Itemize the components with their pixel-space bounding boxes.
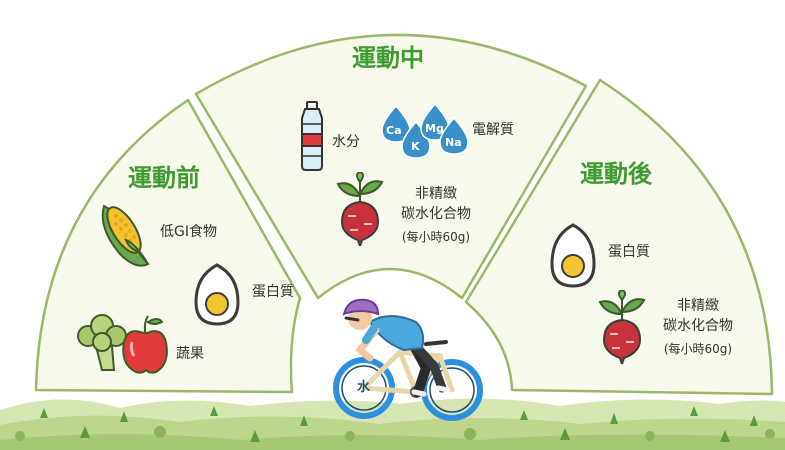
- grass-hills-background: [0, 398, 785, 450]
- drop-label-na: Na: [445, 136, 462, 149]
- after-carb-line1: 非精緻: [677, 298, 719, 314]
- bike-wheel-label: 水: [357, 380, 371, 395]
- during-carb-note: (每小時60g): [401, 230, 471, 244]
- beet-icon: [336, 172, 384, 246]
- egg-icon: [194, 263, 240, 326]
- corn-icon: [101, 204, 150, 267]
- panel-after: [464, 78, 774, 396]
- drop-label-k: K: [411, 140, 420, 153]
- broccoli-apple-icon: [77, 314, 168, 374]
- before-item-vegfruit-label: 蔬果: [176, 346, 204, 362]
- before-item-protein-label: 蛋白質: [252, 284, 294, 300]
- before-item-lowgi-label: 低GI食物: [160, 224, 217, 240]
- cyclist-illustration: [333, 298, 483, 421]
- panel-during: [194, 33, 588, 300]
- before-title: 運動前: [128, 164, 200, 192]
- egg-icon: [550, 223, 596, 288]
- beet-icon: [598, 290, 646, 364]
- electrolyte-drops-icon: Ca K Mg Na: [380, 102, 468, 160]
- drop-label-mg: Mg: [425, 122, 444, 135]
- after-carb-line2: 碳水化合物: [663, 318, 733, 334]
- after-protein-label: 蛋白質: [608, 244, 650, 260]
- after-title: 運動後: [580, 160, 652, 188]
- during-carb-line1: 非精緻: [415, 186, 457, 202]
- during-title: 運動中: [352, 44, 424, 72]
- during-water-label: 水分: [332, 134, 360, 150]
- drop-label-ca: Ca: [386, 124, 402, 137]
- water-bottle-icon: [301, 101, 323, 171]
- during-carb-line2: 碳水化合物: [401, 206, 471, 222]
- after-carb-note: (每小時60g): [663, 342, 733, 356]
- during-electrolyte-label: 電解質: [472, 122, 514, 138]
